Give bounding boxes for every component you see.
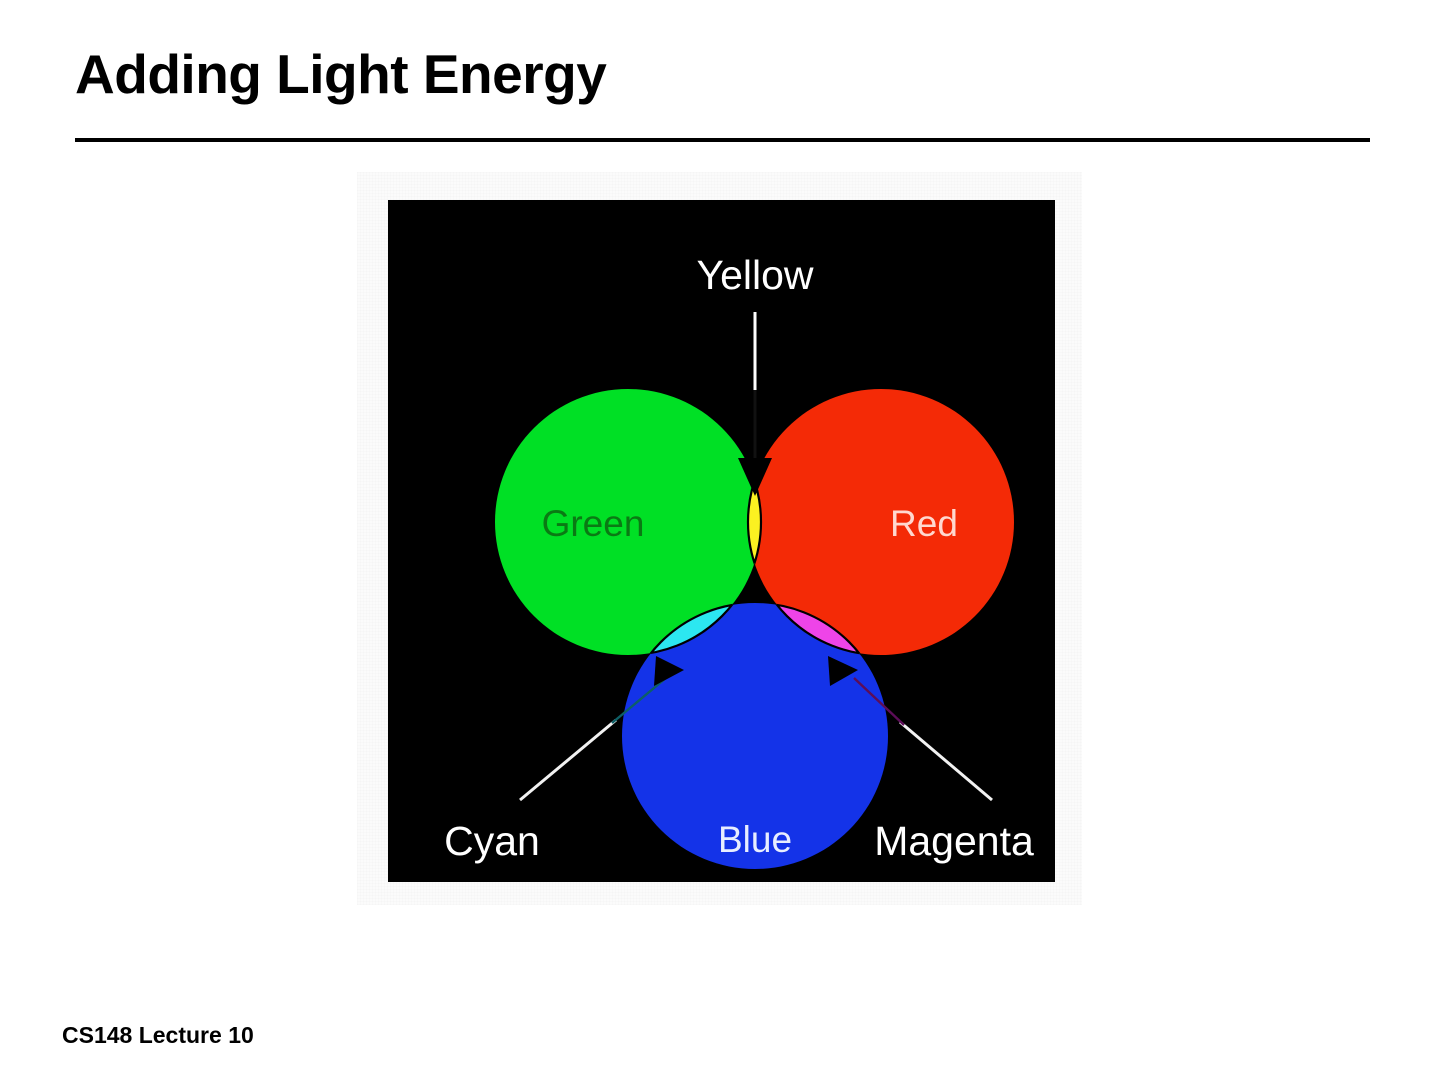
leader-line-cyan-inner [611,677,667,724]
arrow-head-magenta [828,656,858,686]
label-green: Green [542,503,645,544]
leader-line-magenta-outer [899,720,993,802]
arrow-head-cyan [654,656,684,686]
circle-red [748,389,1014,655]
circle-green [495,389,761,655]
arrow-head-yellow [738,458,772,496]
page-title: Adding Light Energy [75,43,607,105]
label-red: Red [890,503,958,544]
label-magenta: Magenta [874,818,1034,864]
figure-frame: Green Red Blue Yellow Cyan Magenta [357,172,1082,905]
additive-color-venn-diagram: Green Red Blue Yellow Cyan Magenta [388,200,1055,882]
circle-blue [622,603,888,869]
leader-line-magenta-inner [853,677,905,726]
label-cyan: Cyan [444,818,540,864]
label-yellow: Yellow [696,252,813,298]
leader-line-cyan-outer [519,718,617,802]
label-blue: Blue [718,819,792,860]
slide-footer: CS148 Lecture 10 [62,1022,254,1048]
title-divider [75,138,1370,142]
